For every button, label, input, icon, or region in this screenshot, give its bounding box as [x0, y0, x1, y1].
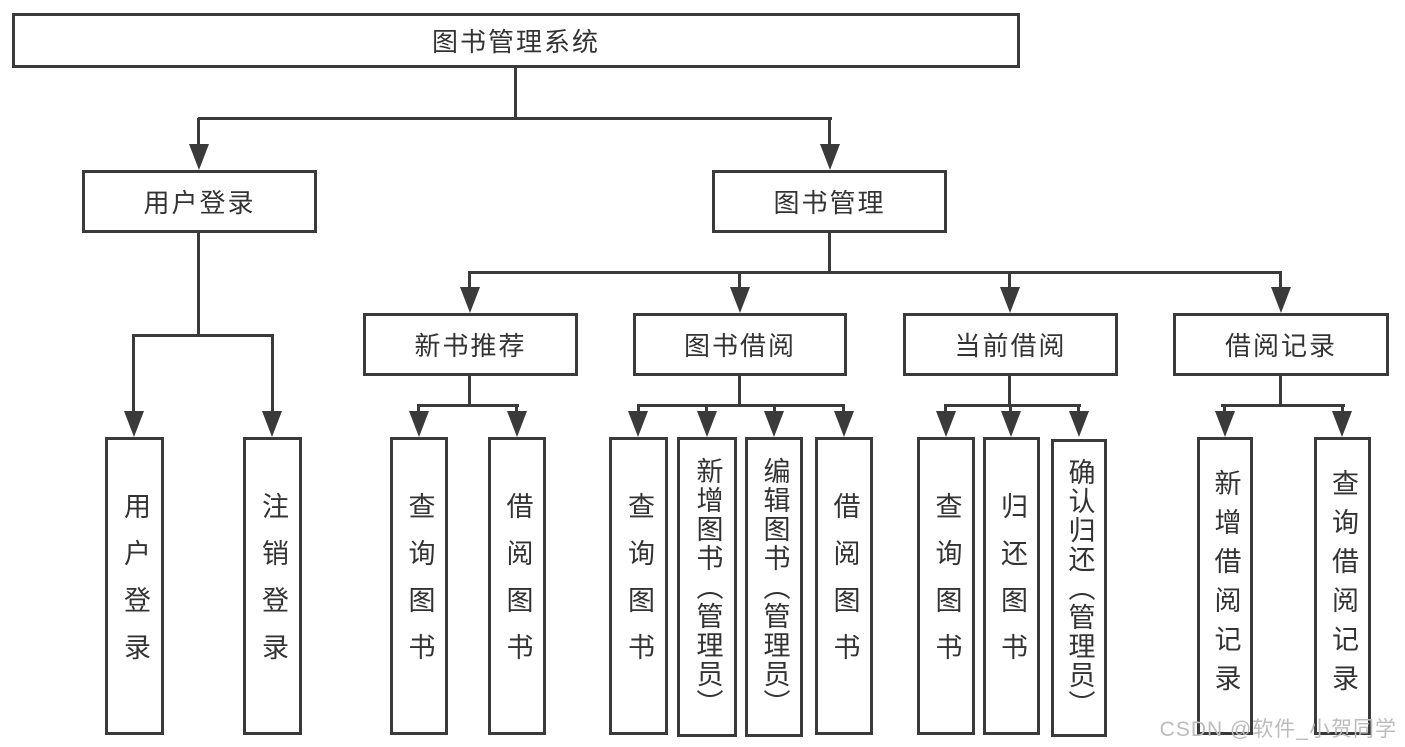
- arrow-down-icon: [936, 411, 956, 437]
- connector-line: [828, 118, 831, 146]
- connector-line: [705, 405, 708, 413]
- node-user-login: 用户登录: [82, 170, 317, 233]
- connector-line: [738, 272, 741, 289]
- connector-line: [417, 404, 519, 407]
- leaf-borrow-borrow: 借阅图书: [815, 437, 873, 735]
- leaf-borrow-edit-admin: 编辑图书（管理员）: [745, 437, 803, 737]
- connector-line: [1223, 405, 1226, 413]
- connector-line: [1008, 272, 1011, 289]
- leaf-newbooks-borrow: 借阅图书: [488, 437, 546, 735]
- leaf-label: 新增图书（管理员）: [692, 456, 723, 718]
- node-label: 用户登录: [143, 188, 256, 218]
- connector-line: [198, 117, 832, 120]
- arrow-down-icon: [697, 411, 717, 437]
- leaf-label: 查询图书: [404, 492, 435, 680]
- connector-line: [1009, 405, 1012, 413]
- leaf-borrow-query: 查询图书: [609, 437, 668, 735]
- leaf-current-confirm-admin: 确认归还（管理员）: [1051, 439, 1107, 737]
- leaf-user-login: 用户登录: [105, 437, 164, 735]
- leaf-logout: 注销登录: [243, 437, 302, 735]
- leaf-label: 归还图书: [997, 492, 1027, 680]
- node-borrow-records: 借阅记录: [1173, 313, 1389, 376]
- connector-line: [1279, 376, 1282, 407]
- node-label: 借阅记录: [1224, 331, 1337, 361]
- leaf-label: 用户登录: [120, 492, 150, 680]
- connector-line: [738, 376, 741, 407]
- connector-line: [132, 334, 274, 337]
- arrow-down-icon: [262, 411, 282, 437]
- leaf-label: 借阅图书: [502, 492, 533, 680]
- connector-line: [773, 405, 776, 413]
- node-label: 图书管理系统: [431, 27, 600, 57]
- node-book-mgmt: 图书管理: [712, 170, 947, 233]
- connector-line: [197, 233, 200, 337]
- arrow-down-icon: [189, 144, 209, 170]
- leaf-label: 查询图书: [624, 492, 654, 680]
- leaf-label: 查询借阅记录: [1328, 469, 1358, 703]
- connector-line: [1341, 405, 1344, 413]
- leaf-label: 确认归还（管理员）: [1064, 457, 1095, 719]
- arrow-down-icon: [628, 411, 648, 437]
- arrow-down-icon: [460, 287, 480, 313]
- connector-line: [1279, 272, 1282, 289]
- connector-line: [842, 405, 845, 413]
- connector-line: [944, 404, 1081, 407]
- connector-line: [637, 404, 845, 407]
- node-label: 新书推荐: [414, 331, 527, 361]
- leaf-current-query: 查询图书: [917, 437, 975, 735]
- node-label: 图书借阅: [683, 331, 796, 361]
- leaf-current-return: 归还图书: [983, 437, 1040, 735]
- leaf-records-query: 查询借阅记录: [1314, 437, 1371, 735]
- connector-line: [468, 272, 471, 289]
- arrow-down-icon: [820, 144, 840, 170]
- arrow-down-icon: [409, 411, 429, 437]
- connector-line: [515, 405, 518, 413]
- watermark: CSDN @软件_小贺同学: [1159, 718, 1397, 741]
- connector-line: [944, 405, 947, 413]
- arrow-down-icon: [1271, 287, 1291, 313]
- leaf-records-add: 新增借阅记录: [1197, 437, 1253, 735]
- node-root: 图书管理系统: [12, 13, 1020, 68]
- connector-line: [514, 68, 517, 120]
- node-label: 图书管理: [773, 188, 886, 218]
- leaf-label: 借阅图书: [829, 492, 860, 680]
- leaf-label: 查询图书: [931, 492, 962, 680]
- connector-line: [417, 405, 420, 413]
- connector-line: [271, 335, 274, 413]
- arrow-down-icon: [764, 411, 784, 437]
- connector-line: [637, 405, 640, 413]
- arrow-down-icon: [1215, 411, 1235, 437]
- node-label: 当前借阅: [954, 331, 1067, 361]
- arrow-down-icon: [834, 411, 854, 437]
- node-new-books: 新书推荐: [363, 313, 578, 376]
- connector-line: [1077, 405, 1080, 413]
- leaf-label: 编辑图书（管理员）: [759, 456, 790, 718]
- arrow-down-icon: [730, 287, 750, 313]
- node-current-borrow: 当前借阅: [903, 313, 1118, 376]
- node-book-borrow: 图书借阅: [633, 313, 847, 376]
- leaf-borrow-add-admin: 新增图书（管理员）: [677, 437, 737, 737]
- arrow-down-icon: [124, 411, 144, 437]
- arrow-down-icon: [1001, 411, 1021, 437]
- arrow-down-icon: [507, 411, 527, 437]
- arrow-down-icon: [1000, 287, 1020, 313]
- connector-line: [828, 233, 831, 274]
- connector-line: [468, 271, 1282, 274]
- leaf-newbooks-query: 查询图书: [390, 437, 448, 735]
- connector-line: [468, 376, 471, 407]
- leaf-label: 注销登录: [258, 492, 288, 680]
- leaf-label: 新增借阅记录: [1210, 469, 1241, 703]
- connector-line: [132, 335, 135, 413]
- connector-line: [1221, 404, 1345, 407]
- arrow-down-icon: [1069, 411, 1089, 437]
- connector-line: [197, 118, 200, 146]
- arrow-down-icon: [1332, 411, 1352, 437]
- connector-line: [1008, 376, 1011, 407]
